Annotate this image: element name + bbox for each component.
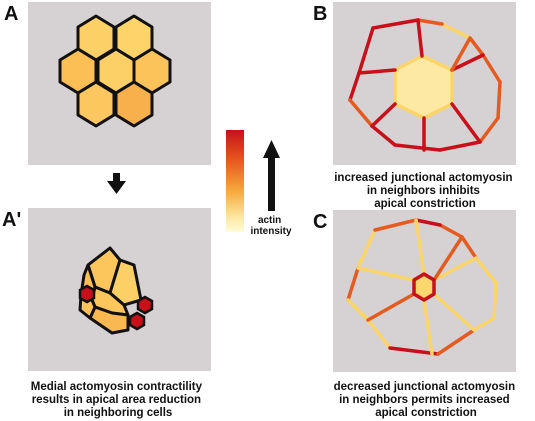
panel-a-prime-caption: Medial actomyosin contractility results … (31, 381, 205, 419)
center-cell (393, 54, 454, 120)
junction (346, 298, 370, 322)
panel-c-caption: decreased junctional actomyosin in neigh… (334, 381, 519, 419)
junction (393, 143, 442, 152)
panel-a-prime-label: A' (2, 209, 21, 231)
junction (366, 318, 392, 350)
constricted-cell-red (78, 284, 96, 304)
junction (414, 218, 426, 276)
junction (357, 68, 397, 75)
junction (370, 124, 397, 147)
junction (481, 53, 502, 84)
panel-c-label: C (313, 211, 327, 233)
junction (492, 281, 498, 320)
panel-b-label: B (313, 3, 327, 25)
junction (416, 18, 424, 58)
junction (357, 26, 375, 75)
junction (432, 256, 478, 282)
panel-b-caption: increased junctional actomyosin in neigh… (334, 172, 516, 210)
junction (432, 235, 464, 282)
junction (356, 228, 377, 270)
legend-gradient-bar (226, 130, 244, 232)
hex-cell (114, 80, 154, 128)
neighbor-cell (108, 258, 143, 307)
junction (478, 116, 500, 144)
junction-network (346, 218, 498, 356)
junction (436, 328, 476, 356)
junction (440, 22, 472, 40)
constricted-center-cell (412, 272, 436, 302)
legend-arrow-shaft (268, 158, 275, 211)
junction (348, 98, 374, 128)
junction (346, 266, 360, 302)
junction (472, 316, 496, 332)
junction (496, 80, 502, 120)
constricted-cell-red (136, 295, 154, 315)
junction (388, 346, 440, 356)
junction (438, 223, 464, 239)
junction (450, 36, 472, 72)
junction (432, 292, 476, 332)
panel-c: C decreased junctional actomyosin in nei… (313, 210, 519, 419)
panel-a: A (4, 2, 211, 165)
junction (356, 266, 416, 282)
constricted-cluster (78, 246, 143, 335)
junction (438, 140, 482, 152)
junction (370, 102, 397, 128)
junction-network (348, 18, 502, 152)
hex-cell (76, 80, 116, 128)
junction (366, 292, 416, 322)
actin-intensity-legend: actin intensity (226, 130, 292, 237)
panel-a-label: A (4, 3, 18, 25)
panel-a-prime: A' Medial actomyosin contractility resul… (2, 208, 211, 419)
junction (422, 298, 434, 356)
junction (373, 218, 418, 232)
junction (450, 102, 482, 144)
legend-label: actin intensity (250, 215, 292, 237)
constricting-cells (78, 284, 154, 331)
junction (468, 36, 485, 57)
junction (460, 235, 478, 260)
junction (348, 71, 361, 102)
junction (371, 18, 420, 30)
junction (414, 218, 442, 227)
down-arrow-icon (107, 173, 126, 194)
legend-up-arrow-icon (263, 140, 280, 158)
constricted-cell-red (128, 311, 146, 331)
junction (416, 18, 444, 26)
panel-b: B increased junctional actomyosin in nei… (313, 2, 516, 210)
junction (474, 256, 498, 285)
junction (450, 53, 485, 72)
hexagon-cluster (58, 14, 172, 128)
